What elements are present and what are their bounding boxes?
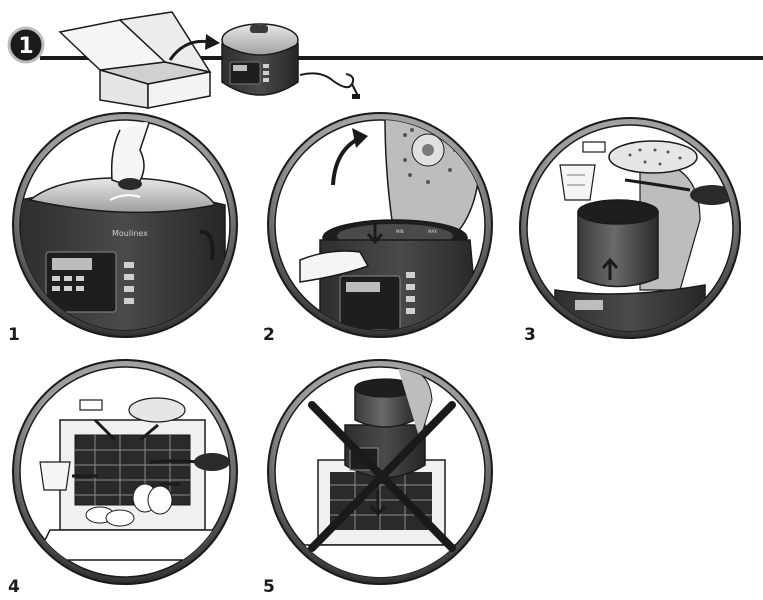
step-4-illustration bbox=[33, 397, 230, 561]
step-4-number: 4 bbox=[8, 577, 20, 597]
step-4-panel: 4 bbox=[8, 359, 238, 597]
section-badge: 1 bbox=[7, 26, 45, 64]
step-3-number: 3 bbox=[524, 325, 536, 345]
step-1-panel: Moulinex 1 bbox=[8, 112, 238, 345]
prohibited-cross-icon bbox=[308, 401, 456, 552]
step-2-panel: MIN MAX 2 bbox=[263, 112, 493, 345]
step-5-panel: 5 bbox=[263, 359, 493, 597]
arrow-head-icon bbox=[205, 34, 220, 50]
bowl-min-mark: MIN bbox=[396, 229, 404, 234]
multicooker-small bbox=[221, 23, 299, 96]
step-4-arrows bbox=[72, 418, 180, 486]
step-5-number: 5 bbox=[263, 577, 275, 597]
brand-label: Moulinex bbox=[112, 229, 148, 238]
down-arrow-icon-5 bbox=[369, 490, 387, 517]
step-2-number: 2 bbox=[263, 325, 275, 345]
section-badge-number: 1 bbox=[18, 34, 33, 59]
down-arrow-icon bbox=[366, 222, 384, 245]
step-3-panel: 3 bbox=[519, 117, 741, 345]
box-illustration bbox=[58, 11, 212, 109]
step-1-number: 1 bbox=[8, 325, 20, 345]
header-unpacking: 1 bbox=[7, 11, 763, 109]
power-cord bbox=[299, 72, 359, 97]
step-1-illustration: Moulinex bbox=[20, 120, 226, 330]
open-lid-arrowhead-icon bbox=[352, 128, 368, 148]
bowl-max-mark: MAX bbox=[428, 229, 437, 234]
up-arrow-icon bbox=[601, 257, 619, 280]
